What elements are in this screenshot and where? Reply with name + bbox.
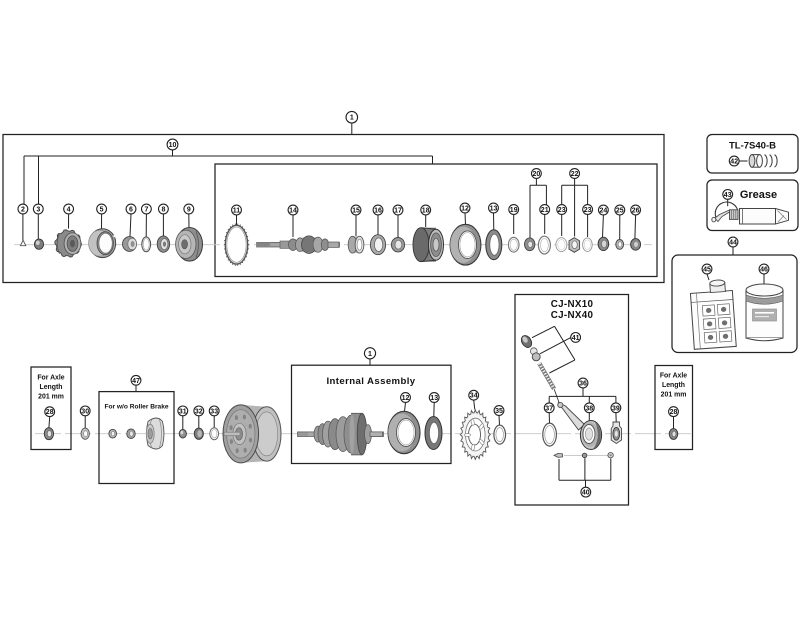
svg-text:Length: Length: [40, 384, 63, 391]
svg-text:2: 2: [21, 207, 25, 214]
svg-text:45: 45: [703, 267, 711, 274]
svg-text:46: 46: [760, 267, 768, 274]
svg-text:28: 28: [670, 409, 678, 416]
svg-text:CJ-NX40: CJ-NX40: [551, 310, 594, 321]
svg-text:31: 31: [179, 408, 187, 415]
svg-text:3: 3: [36, 207, 40, 214]
svg-text:23: 23: [584, 207, 592, 214]
svg-text:26: 26: [632, 208, 640, 215]
svg-text:5: 5: [100, 207, 104, 214]
svg-text:13: 13: [430, 395, 438, 402]
svg-text:30: 30: [81, 408, 89, 415]
svg-text:CJ-NX10: CJ-NX10: [551, 299, 594, 310]
svg-text:25: 25: [616, 208, 624, 215]
svg-text:201 mm: 201 mm: [38, 394, 64, 401]
svg-text:201 mm: 201 mm: [661, 392, 687, 399]
svg-text:39: 39: [612, 405, 620, 412]
svg-text:11: 11: [233, 208, 241, 215]
svg-text:17: 17: [394, 208, 402, 215]
svg-text:37: 37: [545, 405, 553, 412]
svg-text:20: 20: [533, 171, 541, 178]
svg-text:44: 44: [729, 240, 737, 247]
svg-text:21: 21: [541, 207, 549, 214]
svg-text:12: 12: [461, 206, 469, 213]
svg-text:34: 34: [470, 393, 478, 400]
svg-text:42: 42: [730, 159, 738, 166]
svg-text:6: 6: [129, 207, 133, 214]
svg-text:Internal Assembly: Internal Assembly: [326, 376, 415, 387]
svg-text:9: 9: [187, 207, 191, 214]
svg-text:7: 7: [144, 207, 148, 214]
svg-text:23: 23: [558, 207, 566, 214]
svg-text:For w/o Roller Brake: For w/o Roller Brake: [104, 404, 168, 411]
svg-text:14: 14: [289, 208, 297, 215]
svg-text:1: 1: [350, 115, 354, 122]
svg-text:TL-7S40-B: TL-7S40-B: [729, 141, 776, 152]
svg-text:12: 12: [402, 395, 410, 402]
svg-text:36: 36: [579, 381, 587, 388]
svg-text:4: 4: [67, 207, 71, 214]
svg-text:43: 43: [724, 192, 732, 199]
svg-text:1: 1: [368, 351, 372, 358]
svg-text:For Axle: For Axle: [660, 373, 687, 380]
svg-text:35: 35: [495, 408, 503, 415]
svg-text:32: 32: [195, 408, 203, 415]
svg-text:24: 24: [600, 208, 608, 215]
svg-text:Length: Length: [662, 382, 685, 389]
svg-text:10: 10: [169, 142, 177, 149]
svg-text:15: 15: [352, 208, 360, 215]
svg-text:19: 19: [510, 207, 518, 214]
svg-text:28: 28: [46, 409, 54, 416]
svg-text:33: 33: [210, 408, 218, 415]
svg-text:13: 13: [490, 206, 498, 213]
svg-text:16: 16: [374, 208, 382, 215]
svg-text:8: 8: [161, 207, 165, 214]
svg-text:38: 38: [585, 405, 593, 412]
svg-text:47: 47: [132, 378, 140, 385]
svg-text:Grease: Grease: [740, 189, 777, 201]
svg-text:40: 40: [582, 490, 590, 497]
svg-text:For Axle: For Axle: [37, 375, 64, 382]
svg-text:41: 41: [572, 335, 580, 342]
svg-text:18: 18: [422, 208, 430, 215]
svg-text:22: 22: [571, 171, 579, 178]
